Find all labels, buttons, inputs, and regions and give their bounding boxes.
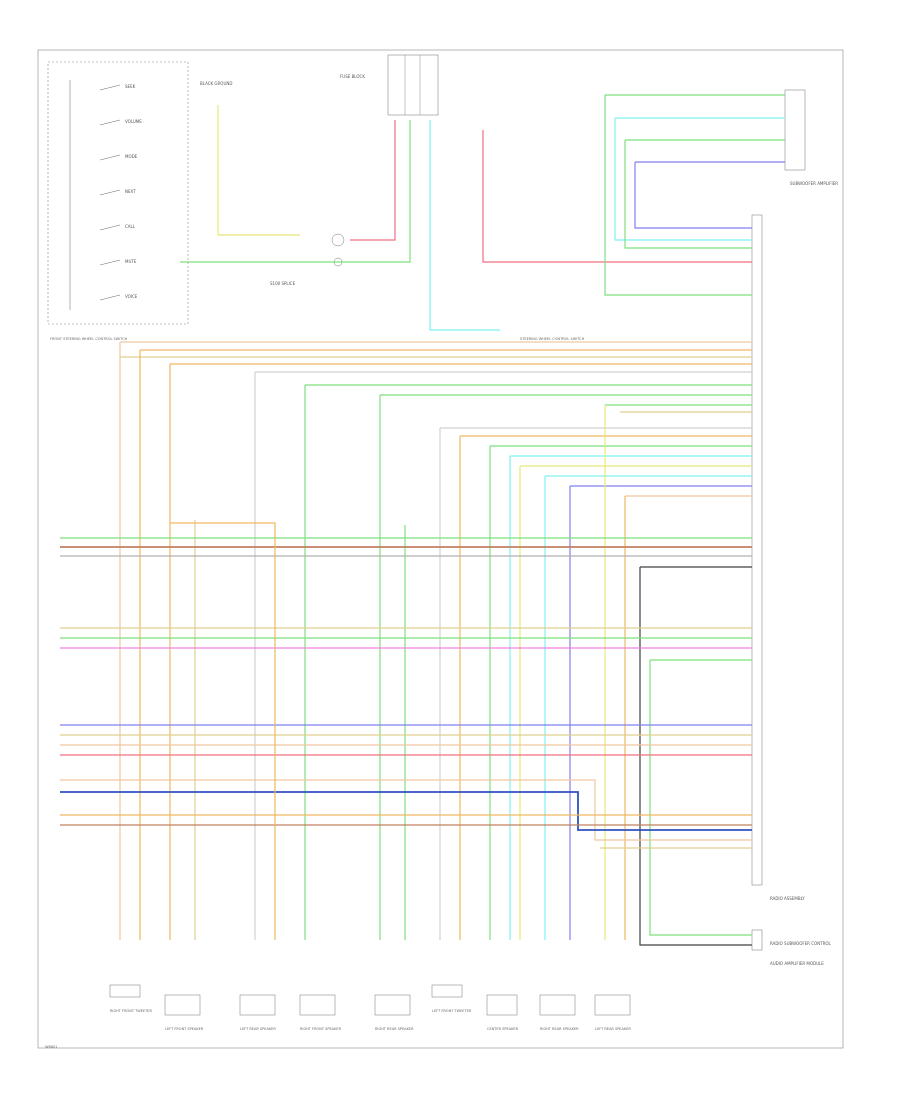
fuse-block-label: FUSE BLOCK <box>340 74 365 79</box>
left-group-label: FRONT STEERING WHEEL CONTROL SWITCH <box>50 337 128 341</box>
speaker-2: LEFT FRONT SPEAKER <box>164 994 204 1031</box>
diagram-frame <box>37 49 844 1049</box>
speaker-row: RIGHT FRONT TWEETER LEFT FRONT SPEAKER L… <box>109 984 631 1031</box>
speaker-6: LEFT FRONT TWEETER <box>431 984 472 1013</box>
svg-text:RIGHT REAR SPEAKER: RIGHT REAR SPEAKER <box>540 1027 579 1031</box>
speaker-7: CENTER SPEAKER <box>486 994 519 1031</box>
svg-text:VOICE: VOICE <box>125 294 138 299</box>
center-group-label: STEERING WHEEL CONTROL SWITCH <box>520 337 585 341</box>
radio-1-label: RADIO ASSEMBLY <box>770 896 805 901</box>
splice-node <box>331 233 345 247</box>
speaker-5: RIGHT REAR SPEAKER <box>374 994 414 1031</box>
svg-text:RIGHT REAR SPEAKER: RIGHT REAR SPEAKER <box>375 1027 414 1031</box>
subwoofer-connector <box>784 89 806 171</box>
fuse-box <box>387 54 439 116</box>
svg-text:CENTER SPEAKER: CENTER SPEAKER <box>487 1027 519 1031</box>
switch-stack: SEEK VOLUME MODE NEXT CALL MUTE VOICE <box>47 61 189 325</box>
subwoofer-label: SUBWOOFER AMPLIFIER <box>790 181 838 186</box>
svg-text:LEFT REAR SPEAKER: LEFT REAR SPEAKER <box>595 1027 631 1031</box>
svg-text:CALL: CALL <box>125 224 136 229</box>
radio-2-label: RADIO SUBWOOFER CONTROL <box>770 941 832 946</box>
svg-text:LEFT FRONT TWEETER: LEFT FRONT TWEETER <box>432 1009 472 1013</box>
svg-text:SEEK: SEEK <box>125 84 136 89</box>
svg-text:NEXT: NEXT <box>125 189 136 194</box>
ground-block-label: BLACK GROUND <box>200 81 232 86</box>
svg-text:VOLUME: VOLUME <box>125 119 142 124</box>
svg-text:LEFT REAR SPEAKER: LEFT REAR SPEAKER <box>240 1027 276 1031</box>
footer-code: W8601 <box>45 1045 57 1049</box>
speaker-8: RIGHT REAR SPEAKER <box>539 994 579 1031</box>
svg-text:MUTE: MUTE <box>125 259 137 264</box>
svg-text:RIGHT FRONT TWEETER: RIGHT FRONT TWEETER <box>110 1009 152 1013</box>
splice-block-label: S100 SPLICE <box>270 281 296 286</box>
amp-module-label: AUDIO AMPLIFIER MODULE <box>770 961 824 966</box>
speaker-3: LEFT REAR SPEAKER <box>239 994 276 1031</box>
wires <box>60 94 785 946</box>
radio-module <box>751 214 763 886</box>
svg-text:LEFT FRONT SPEAKER: LEFT FRONT SPEAKER <box>165 1027 204 1031</box>
svg-text:MODE: MODE <box>125 154 138 159</box>
svg-text:RIGHT FRONT SPEAKER: RIGHT FRONT SPEAKER <box>300 1027 342 1031</box>
speaker-9: LEFT REAR SPEAKER <box>594 994 631 1031</box>
speaker-4: RIGHT FRONT SPEAKER <box>299 994 342 1031</box>
amp-connector <box>751 929 763 951</box>
speaker-1: RIGHT FRONT TWEETER <box>109 984 152 1013</box>
